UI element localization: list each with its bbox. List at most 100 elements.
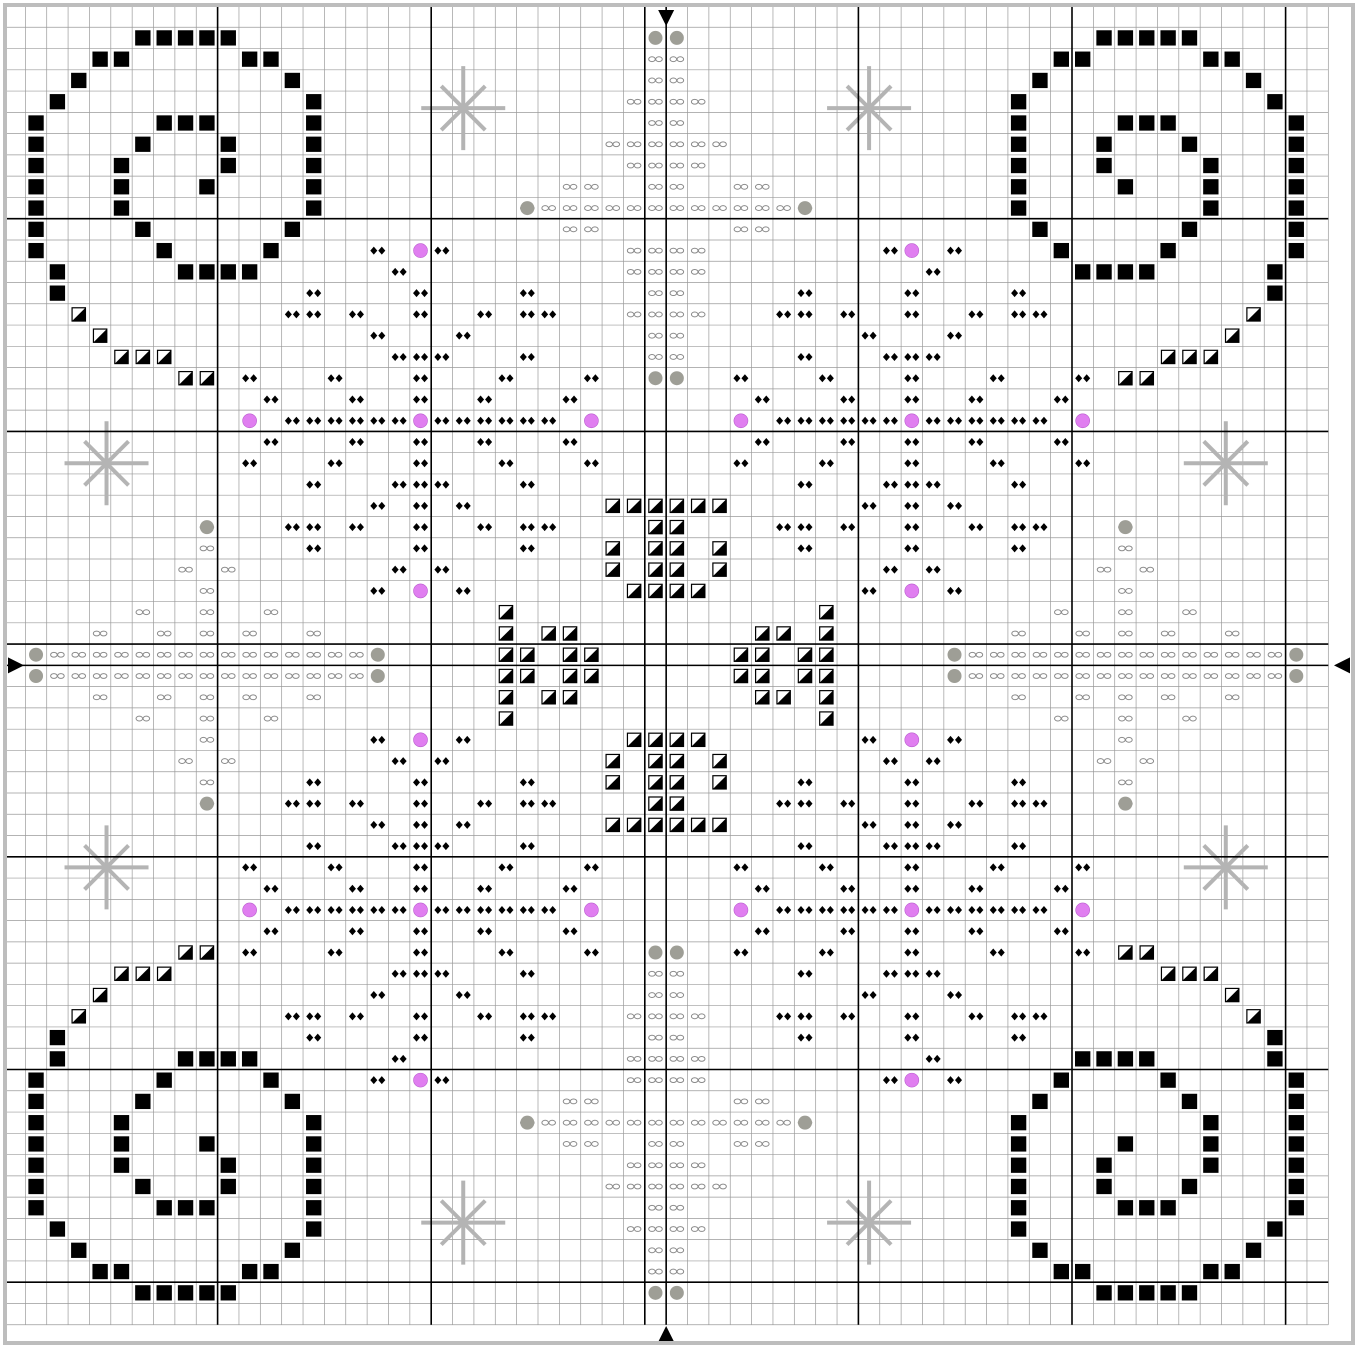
solid-square-stitch bbox=[1203, 179, 1218, 194]
half-square-stitch bbox=[670, 584, 683, 597]
solid-square-stitch bbox=[28, 1073, 43, 1088]
solid-square-stitch bbox=[1267, 94, 1282, 109]
half-square-stitch bbox=[72, 1010, 85, 1023]
purple-knot-stitch bbox=[414, 414, 428, 428]
solid-square-stitch bbox=[199, 264, 214, 279]
solid-square-stitch bbox=[1203, 1264, 1218, 1279]
half-square-stitch bbox=[756, 669, 769, 682]
half-square-stitch bbox=[649, 542, 662, 555]
gray-knot-stitch bbox=[200, 797, 214, 811]
solid-square-stitch bbox=[221, 30, 236, 45]
half-square-stitch bbox=[1204, 967, 1217, 980]
half-square-stitch bbox=[627, 818, 640, 831]
half-square-stitch bbox=[115, 967, 128, 980]
solid-square-stitch bbox=[306, 1179, 321, 1194]
solid-square-stitch bbox=[1182, 1285, 1197, 1300]
solid-square-stitch bbox=[114, 1136, 129, 1151]
purple-knot-stitch bbox=[905, 733, 919, 747]
solid-square-stitch bbox=[1182, 137, 1197, 152]
solid-square-stitch bbox=[263, 243, 278, 258]
solid-square-stitch bbox=[1096, 30, 1111, 45]
solid-square-stitch bbox=[306, 158, 321, 173]
gray-knot-stitch bbox=[520, 201, 534, 215]
half-square-stitch bbox=[542, 627, 555, 640]
purple-knot-stitch bbox=[414, 903, 428, 917]
solid-square-stitch bbox=[92, 1264, 107, 1279]
solid-square-stitch bbox=[242, 52, 257, 67]
solid-square-stitch bbox=[28, 158, 43, 173]
solid-square-stitch bbox=[50, 264, 65, 279]
gray-knot-stitch bbox=[648, 31, 662, 45]
solid-square-stitch bbox=[1032, 1094, 1047, 1109]
solid-square-stitch bbox=[1289, 179, 1304, 194]
solid-square-stitch bbox=[199, 179, 214, 194]
purple-knot-stitch bbox=[734, 903, 748, 917]
solid-square-stitch bbox=[1032, 222, 1047, 237]
half-square-stitch bbox=[93, 988, 106, 1001]
solid-square-stitch bbox=[1139, 30, 1154, 45]
gray-knot-stitch bbox=[648, 1286, 662, 1300]
gray-knot-stitch bbox=[798, 201, 812, 215]
solid-square-stitch bbox=[114, 200, 129, 215]
solid-square-stitch bbox=[1203, 52, 1218, 67]
solid-square-stitch bbox=[306, 200, 321, 215]
solid-square-stitch bbox=[1054, 1264, 1069, 1279]
solid-square-stitch bbox=[178, 30, 193, 45]
purple-knot-stitch bbox=[734, 414, 748, 428]
solid-square-stitch bbox=[1289, 1158, 1304, 1173]
solid-square-stitch bbox=[50, 1051, 65, 1066]
half-square-stitch bbox=[499, 627, 512, 640]
solid-square-stitch bbox=[157, 1285, 172, 1300]
solid-square-stitch bbox=[306, 179, 321, 194]
solid-square-stitch bbox=[306, 94, 321, 109]
half-square-stitch bbox=[179, 372, 192, 385]
solid-square-stitch bbox=[1011, 1200, 1026, 1215]
solid-square-stitch bbox=[114, 158, 129, 173]
solid-square-stitch bbox=[1289, 115, 1304, 130]
solid-square-stitch bbox=[1032, 1243, 1047, 1258]
half-square-stitch bbox=[713, 776, 726, 789]
solid-square-stitch bbox=[285, 222, 300, 237]
solid-square-stitch bbox=[28, 1158, 43, 1173]
solid-square-stitch bbox=[28, 137, 43, 152]
solid-square-stitch bbox=[199, 30, 214, 45]
solid-square-stitch bbox=[1118, 179, 1133, 194]
solid-square-stitch bbox=[28, 1115, 43, 1130]
half-square-stitch bbox=[649, 754, 662, 767]
solid-square-stitch bbox=[242, 1264, 257, 1279]
solid-square-stitch bbox=[1118, 1051, 1133, 1066]
half-square-stitch bbox=[1183, 350, 1196, 363]
half-square-stitch bbox=[1183, 967, 1196, 980]
solid-square-stitch bbox=[1182, 1179, 1197, 1194]
solid-square-stitch bbox=[1246, 73, 1261, 88]
solid-square-stitch bbox=[1182, 1094, 1197, 1109]
half-square-stitch bbox=[670, 733, 683, 746]
solid-square-stitch bbox=[28, 179, 43, 194]
solid-square-stitch bbox=[306, 115, 321, 130]
purple-knot-stitch bbox=[905, 903, 919, 917]
half-square-stitch bbox=[713, 499, 726, 512]
solid-square-stitch bbox=[221, 137, 236, 152]
half-square-stitch bbox=[179, 946, 192, 959]
gray-knot-stitch bbox=[1289, 648, 1303, 662]
solid-square-stitch bbox=[1267, 1051, 1282, 1066]
solid-square-stitch bbox=[28, 1179, 43, 1194]
solid-square-stitch bbox=[221, 1285, 236, 1300]
solid-square-stitch bbox=[28, 222, 43, 237]
solid-square-stitch bbox=[28, 115, 43, 130]
half-square-stitch bbox=[734, 669, 747, 682]
purple-knot-stitch bbox=[905, 414, 919, 428]
half-square-stitch bbox=[820, 627, 833, 640]
solid-square-stitch bbox=[114, 52, 129, 67]
solid-square-stitch bbox=[1289, 243, 1304, 258]
half-square-stitch bbox=[670, 797, 683, 810]
half-square-stitch bbox=[1140, 372, 1153, 385]
purple-knot-stitch bbox=[414, 733, 428, 747]
solid-square-stitch bbox=[71, 1243, 86, 1258]
purple-knot-stitch bbox=[414, 584, 428, 598]
half-square-stitch bbox=[692, 733, 705, 746]
solid-square-stitch bbox=[285, 73, 300, 88]
half-square-stitch bbox=[670, 542, 683, 555]
gray-knot-stitch bbox=[29, 648, 43, 662]
